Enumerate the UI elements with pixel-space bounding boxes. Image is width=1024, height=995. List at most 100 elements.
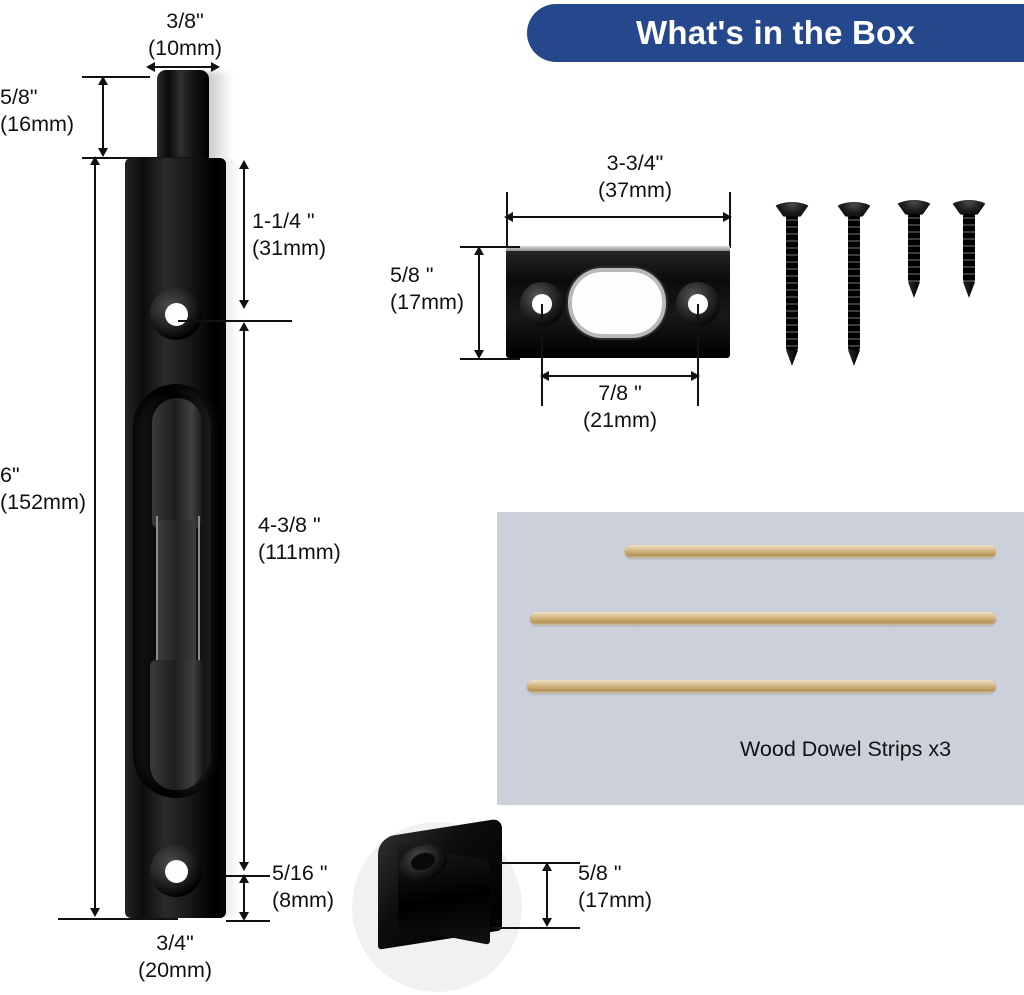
bolt-slide-notch-left <box>156 516 158 691</box>
dim-hole-from-bottom-metric: (8mm) <box>272 888 335 912</box>
dim-bracket-height: 5/8 " (17mm) <box>578 860 718 914</box>
dim-hole-from-top-imperial: 1-1/4 " <box>252 209 315 233</box>
screw-shank <box>963 214 975 282</box>
dim-plate-width-imperial: 3/4" <box>156 931 194 955</box>
dim-pin-height-imperial: 5/8" <box>0 85 38 109</box>
dim-plate-height-arrow-up <box>474 246 484 255</box>
dim-pin-height: 5/8" (16mm) <box>0 84 110 138</box>
screw-shank <box>908 214 920 282</box>
dim-pin-height-line <box>102 82 104 154</box>
dim-total-length-ext-bottom <box>58 918 178 920</box>
dim-hole-from-bottom: 5/16 " (8mm) <box>272 860 402 914</box>
dim-bracket-height-metric: (17mm) <box>578 888 653 912</box>
wood-dowel-panel <box>497 512 1024 805</box>
dim-plate-height: 5/8 " (17mm) <box>390 262 506 316</box>
dim-bracket-height-arrow-up <box>542 862 552 871</box>
dim-pin-height-metric: (16mm) <box>0 112 75 136</box>
dim-plate-length-arrow-left <box>504 212 513 222</box>
dim-total-length-line <box>94 162 96 914</box>
dim-hole-to-hole: 4-3/8 " (111mm) <box>258 512 438 566</box>
bolt-slide-lower <box>150 660 204 790</box>
dim-plate-height-ext-top <box>460 246 520 248</box>
bolt-slide-upper <box>152 398 202 528</box>
bolt-screw-hole-bottom-bore <box>165 860 188 883</box>
dim-pin-height-arrow-up <box>98 76 108 85</box>
screw-tip <box>848 350 860 366</box>
dim-plate-length-arrow-right <box>723 212 732 222</box>
wood-dowel-3 <box>527 680 996 693</box>
screw-shank <box>786 216 798 350</box>
dim-bracket-height-ext-bottom <box>492 927 580 929</box>
bolt-slide-notch-right <box>198 516 200 691</box>
dim-hole-to-hole-line <box>243 328 245 868</box>
dim-hole-from-bottom-arrow-up <box>239 874 249 883</box>
dim-total-length: 6" (152mm) <box>0 462 106 516</box>
wood-dowel-label: Wood Dowel Strips x3 <box>740 737 952 761</box>
dim-plate-length: 3-3/4" (37mm) <box>545 150 725 204</box>
wood-dowel-2 <box>530 612 996 625</box>
dim-plate-height-line <box>478 252 480 352</box>
dim-bracket-height-line <box>546 868 548 922</box>
dim-hole-to-hole-imperial: 4-3/8 " <box>258 513 321 537</box>
dim-hole-from-bottom-arrow-down <box>239 912 249 921</box>
dim-plate-width-metric: (20mm) <box>137 958 213 982</box>
dim-hole-spacing-arrow-left <box>540 371 549 381</box>
dim-pin-width-line <box>152 66 214 68</box>
dim-pin-width-metric: (10mm) <box>147 36 223 60</box>
dim-pin-width-imperial: 3/8" <box>166 9 204 33</box>
dim-plate-length-metric: (37mm) <box>597 178 673 202</box>
whats-in-the-box-banner: What's in the Box <box>527 4 1024 62</box>
dim-plate-height-metric: (17mm) <box>390 290 465 314</box>
dim-plate-height-arrow-down <box>474 350 484 359</box>
dim-hole-spacing-metric: (21mm) <box>582 408 658 432</box>
screw-shank <box>848 216 860 350</box>
dim-bracket-height-ext-top <box>498 862 580 864</box>
dim-hole-from-top-line <box>243 166 245 306</box>
dim-pin-height-ext-top <box>82 76 150 78</box>
bolt-pin <box>157 70 209 162</box>
dim-pin-height-arrow-down <box>98 148 108 157</box>
dim-hole-from-top-arrow-up2 <box>239 322 249 331</box>
wood-dowel-1 <box>625 545 996 558</box>
screw-tip <box>786 350 798 366</box>
dim-pin-width-arrow-right <box>211 62 220 72</box>
dim-hole-spacing-ext-left <box>541 304 543 406</box>
screw-head <box>835 202 873 217</box>
bolt-screw-hole-top-bore <box>165 303 188 326</box>
screw-head <box>895 200 933 215</box>
dim-total-length-arrow-up <box>90 156 100 165</box>
dim-plate-length-line <box>510 216 726 218</box>
dim-hole-from-bottom-imperial: 5/16 " <box>272 861 328 885</box>
dim-hole-from-bottom-line <box>243 878 245 916</box>
dim-hole-spacing-ext-right <box>697 304 699 406</box>
dim-hole-to-hole-metric: (111mm) <box>258 540 341 564</box>
screw-tip <box>963 282 975 298</box>
dim-plate-height-ext-bottom <box>460 358 520 360</box>
dim-hole-spacing-arrow-right <box>691 371 700 381</box>
dim-hole-from-top-metric: (31mm) <box>252 236 327 260</box>
dim-hole-spacing-imperial: 7/8 " <box>598 381 642 405</box>
dim-total-length-arrow-down <box>90 908 100 917</box>
dim-hole-from-top: 1-1/4 " (31mm) <box>252 208 422 262</box>
dim-plate-height-imperial: 5/8 " <box>390 263 434 287</box>
bolt-slide-stem <box>158 520 196 680</box>
screw-head <box>950 200 988 215</box>
dim-hole-from-top-leader <box>178 320 292 322</box>
screw-tip <box>908 282 920 298</box>
screw-head <box>773 202 811 217</box>
strike-plate-slot <box>572 272 662 334</box>
dim-hole-spacing-line <box>546 375 694 377</box>
dim-total-length-imperial: 6" <box>0 463 20 487</box>
dim-bracket-height-arrow-down <box>542 918 552 927</box>
dim-total-length-metric: (152mm) <box>0 490 87 514</box>
dim-pin-width: 3/8" (10mm) <box>105 8 265 62</box>
dim-hole-to-hole-arrow-down <box>239 862 249 871</box>
dim-hole-from-top-arrow-down <box>239 300 249 309</box>
dim-hole-from-top-arrow-up <box>239 160 249 169</box>
dim-pin-width-arrow-left <box>146 62 155 72</box>
dim-plate-length-imperial: 3-3/4" <box>606 151 664 175</box>
strike-plate-top-edge <box>506 246 730 251</box>
dim-pin-height-ext-bottom <box>82 157 202 159</box>
banner-title: What's in the Box <box>636 14 915 51</box>
